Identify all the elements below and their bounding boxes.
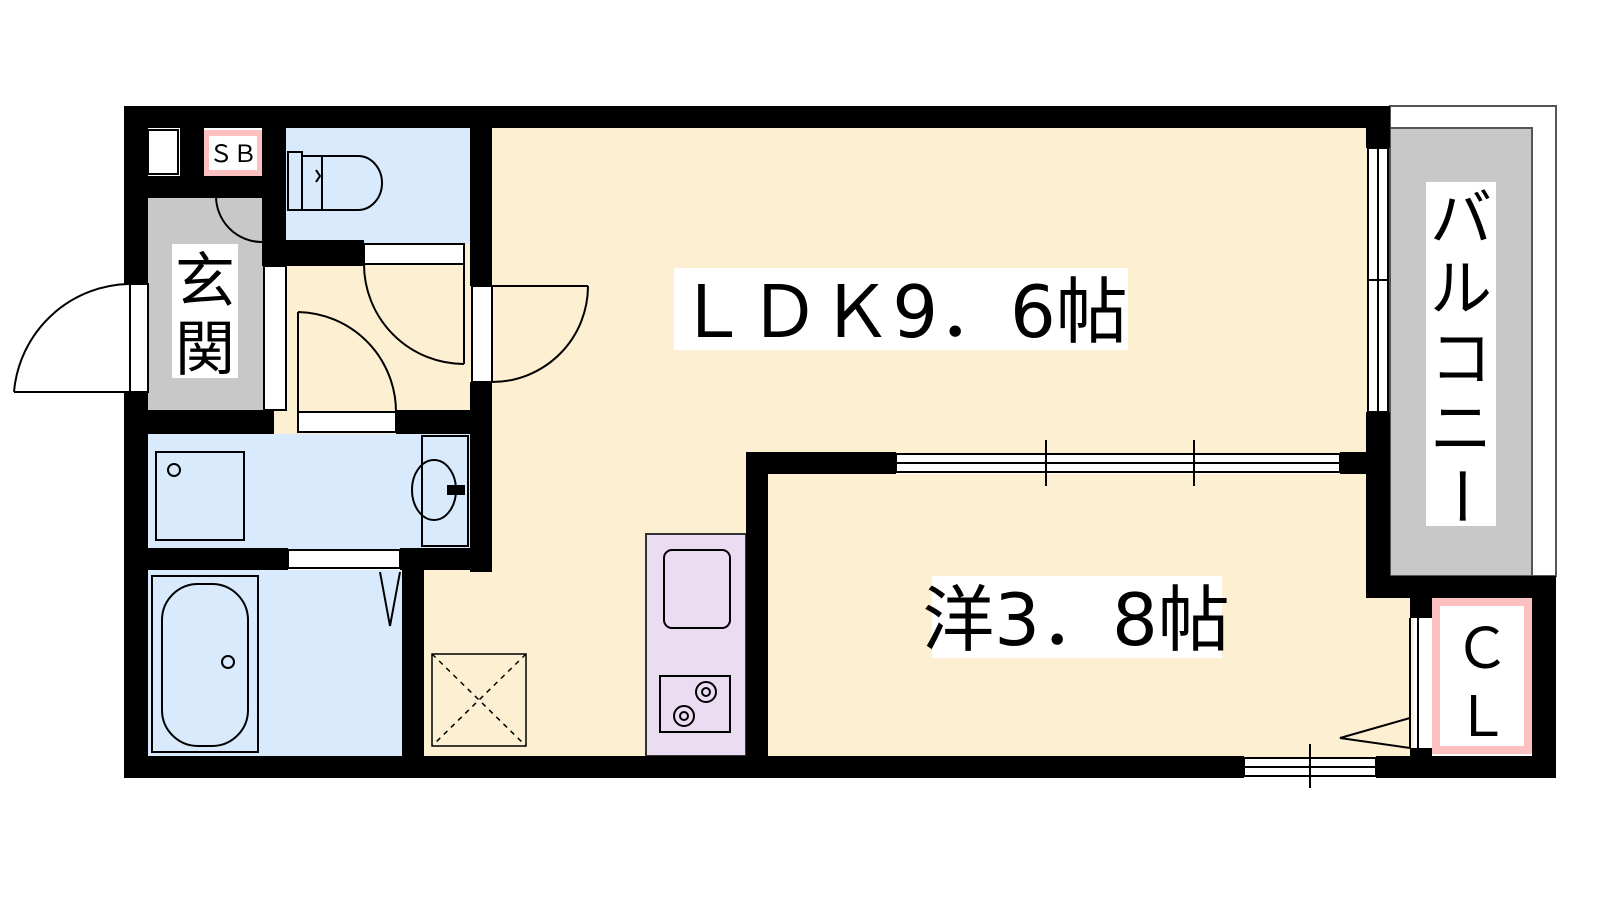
shoe-box-label: ＳＢ <box>209 141 257 168</box>
closet-inner <box>1440 606 1524 746</box>
fridge-space <box>431 653 527 747</box>
hall-floor <box>264 244 492 434</box>
toilet-floor <box>286 128 472 244</box>
balcony-label-4: ニ <box>1430 392 1492 465</box>
toilet-bowl <box>302 155 383 211</box>
western-label-bg <box>932 576 1222 658</box>
balcony-label-2: ル <box>1430 252 1492 325</box>
washing-machine-pan <box>155 451 245 541</box>
doors <box>13 195 1419 749</box>
pipe-shaft <box>147 129 179 175</box>
balcony-label-3: コ <box>1430 322 1492 395</box>
entrance-label-bg <box>172 244 238 378</box>
ldk-label: ＬＤＫ9．6帖 <box>676 270 1128 354</box>
entrance-label-2: 関 <box>175 315 235 385</box>
wash-basin-counter <box>421 435 469 547</box>
washroom-floor <box>148 434 472 552</box>
closet-label-1: Ｃ <box>1454 617 1510 682</box>
balcony-label-1: バ <box>1430 182 1492 255</box>
bathtub-outer <box>151 575 259 753</box>
balcony-label-bg <box>1426 182 1496 526</box>
entrance-label-1: 玄 <box>175 247 235 317</box>
closet-label-2: Ｌ <box>1454 685 1510 750</box>
stove <box>659 675 731 733</box>
ldk-label-bg <box>674 268 1128 350</box>
walls <box>124 106 1556 778</box>
shoe-box-inner <box>209 136 257 170</box>
bathroom-floor <box>148 570 404 760</box>
bathtub-inner <box>161 583 249 747</box>
western-room-label: 洋3．8帖 <box>922 578 1230 662</box>
fixtures <box>151 151 731 753</box>
balcony-label-5: ー <box>1424 465 1497 527</box>
kitchen-sink <box>663 549 731 629</box>
toilet-tank <box>287 151 303 211</box>
windows <box>895 147 1389 788</box>
